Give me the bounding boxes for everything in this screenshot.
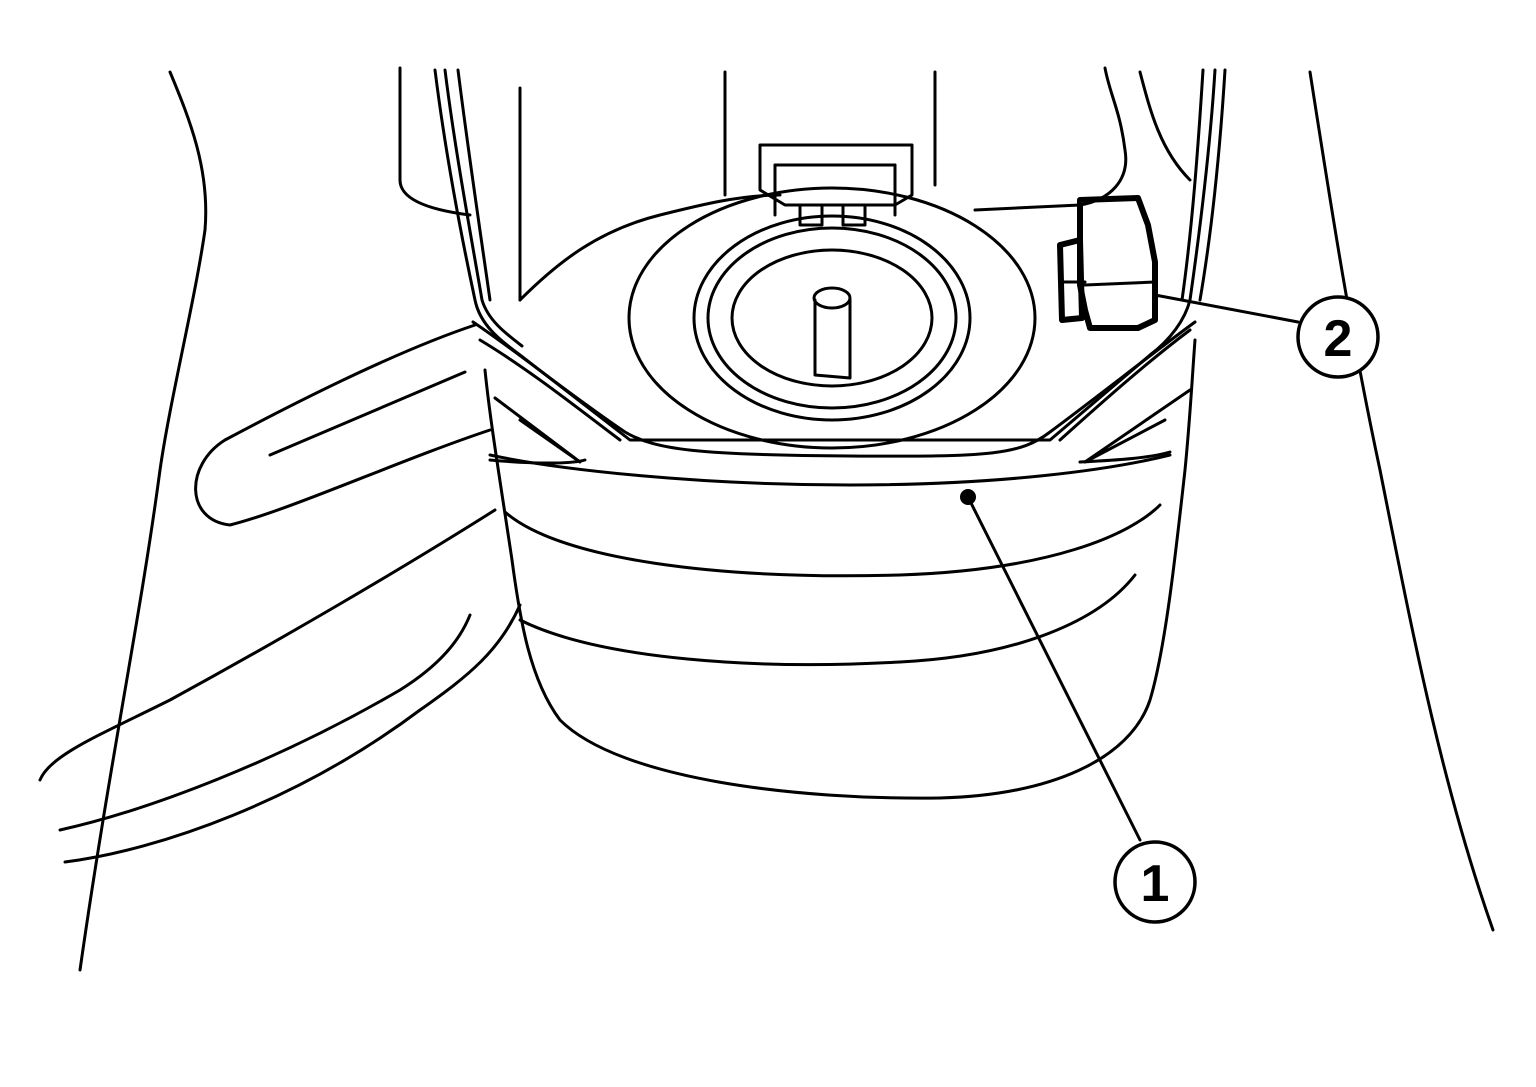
leader-line-2 — [1153, 293, 1300, 324]
harness-connector — [758, 143, 914, 227]
callout-2-label: 2 — [1324, 310, 1353, 368]
callout-1-label: 1 — [1141, 855, 1170, 913]
callout-1: 1 — [1113, 840, 1197, 924]
steering-hub — [518, 186, 1082, 450]
clock-spring-connector — [1057, 195, 1158, 331]
column-shroud — [398, 66, 1192, 302]
steering-wheel-rim — [433, 68, 1227, 458]
callout-2: 2 — [1296, 295, 1380, 379]
right-trim-panel — [1308, 70, 1495, 932]
left-trim-panel — [78, 70, 208, 972]
leader-line-1 — [966, 495, 1142, 842]
leader-lines — [966, 293, 1300, 842]
steering-spoke-left — [38, 323, 522, 864]
airbag-module — [483, 338, 1197, 800]
